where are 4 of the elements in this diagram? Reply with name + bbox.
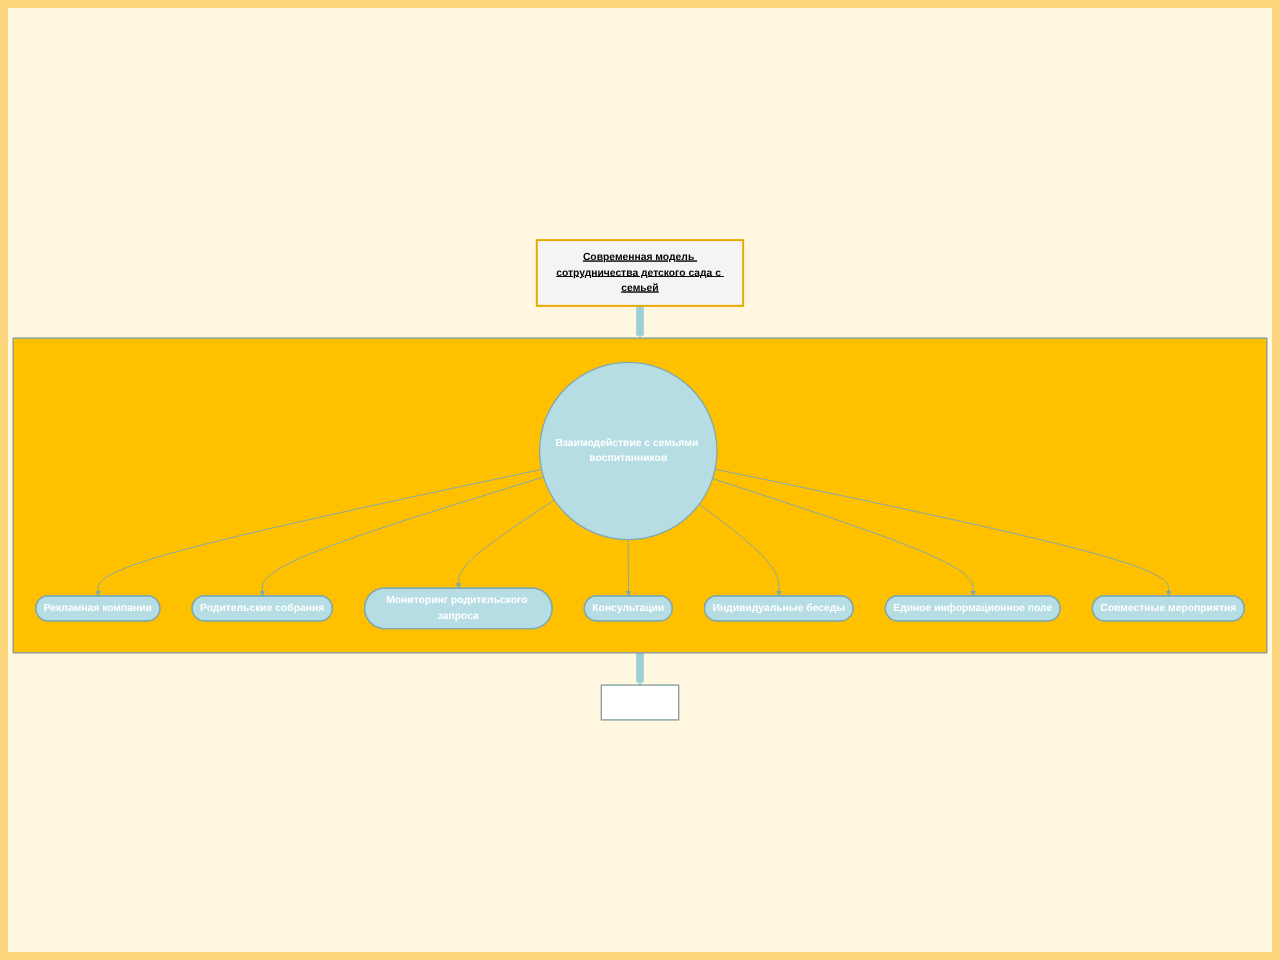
node-box <box>600 684 680 721</box>
arrow <box>636 651 644 686</box>
arrow <box>636 304 644 339</box>
cluster <box>12 337 1268 654</box>
